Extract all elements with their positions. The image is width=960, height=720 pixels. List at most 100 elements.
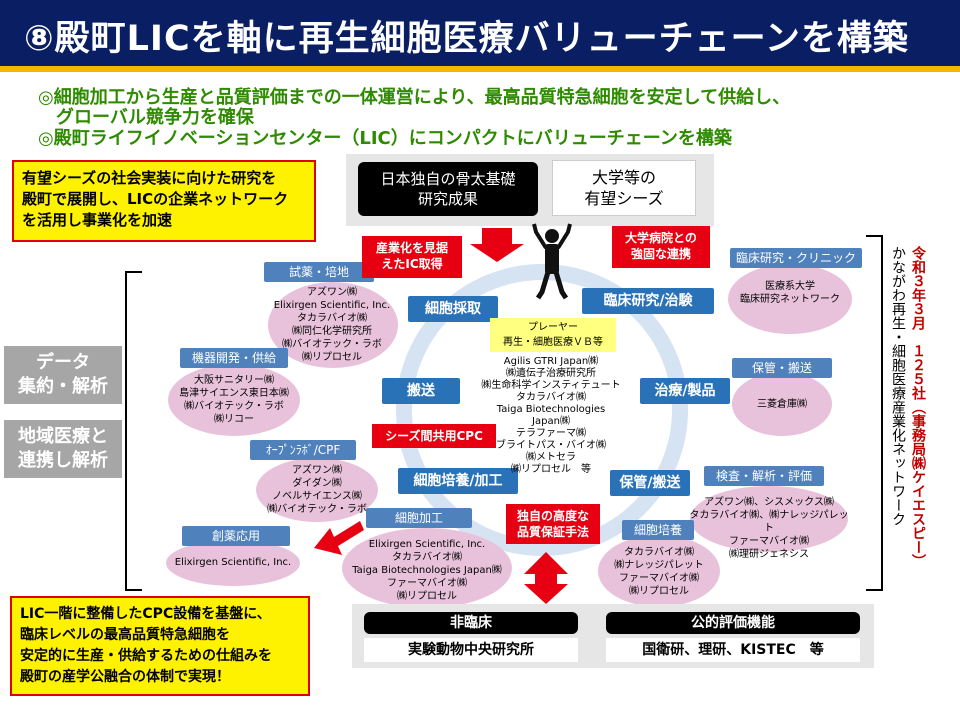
player-item: Japan㈱	[532, 416, 570, 427]
list-openlab: アズワン㈱ ダイダン㈱ ノベルサイエンス㈱ ㈱バイオテック・ラボ	[252, 464, 382, 516]
list-item: ファーマバイオ㈱	[729, 536, 809, 547]
group-bg-baiyo	[598, 535, 720, 607]
tag-soyaku: 創薬応用	[182, 526, 290, 546]
regional-analysis-line: 地域医療と	[18, 426, 108, 447]
data-analysis-label: データ 集約・解析	[4, 346, 122, 404]
list-kensa: アズワン㈱、シスメックス㈱ タカラバイオ㈱、㈱ナレッジパレット ファーマバイオ㈱…	[688, 496, 850, 561]
list-item: アズワン㈱	[292, 465, 342, 476]
hospital-label: 大学病院との 強固な連携	[612, 226, 710, 268]
nonclinical-value: 実験動物中央研究所	[364, 638, 578, 662]
tag-kako: 細胞加工	[366, 508, 472, 528]
public-eval-label: 公的評価機能	[606, 612, 860, 634]
player-item: ㈱遺伝子治療研究所	[506, 368, 596, 379]
quality-label: 独自の高度な 品質保証手法	[506, 504, 600, 544]
step-saibo-saishu: 細胞採取	[408, 296, 498, 322]
bullet-2: ◎殿町ライフイノベーションセンター（LIC）にコンパクトにバリューチェーンを構築	[38, 128, 732, 149]
bottom-left-note: LIC一階に整備したCPC設備を基盤に、 臨床レベルの最高品質特急細胞を 安定的…	[10, 596, 310, 696]
group-bg-soyaku	[166, 540, 300, 586]
bullet-1: ◎細胞加工から生産と品質評価までの一体運営により、最高品質特急細胞を安定して供給…	[38, 87, 791, 108]
list-rinsho: 医療系大学 臨床研究ネットワーク	[728, 280, 852, 306]
player-item: タカラバイオ㈱	[516, 392, 586, 403]
list-item: ㈱理研ジェネシス	[729, 549, 809, 560]
left-bracket	[125, 271, 142, 591]
list-item: タカラバイオ㈱	[297, 313, 367, 324]
list-hokan: 三菱倉庫㈱	[732, 398, 832, 411]
group-bg-kiki	[168, 364, 300, 436]
player-item: ㈱メトセラ	[526, 452, 576, 463]
regional-analysis-line: 連携し解析	[18, 450, 108, 471]
list-item: Elixirgen Scientific, Inc.	[368, 539, 486, 550]
right-bracket	[866, 235, 883, 591]
list-item: ㈱ナレッジパレット	[614, 560, 704, 571]
hospital-label-line: 大学病院との	[625, 231, 697, 245]
list-item: ノベルサイエンス㈱	[272, 491, 362, 502]
group-bg-openlab	[256, 458, 378, 522]
list-soyaku: Elixirgen Scientific, Inc.	[166, 556, 300, 569]
list-item: タカラバイオ㈱、㈱ナレッジパレット	[689, 510, 849, 534]
list-item: ㈱リプロセル	[302, 352, 362, 363]
player-item: Agilis GTRI Japan㈱	[503, 356, 599, 367]
group-bg-kako	[342, 528, 512, 608]
list-item: ダイダン㈱	[292, 478, 342, 489]
list-item: タカラバイオ㈱	[624, 547, 694, 558]
list-kiki: 大阪サニタリー㈱ 島津サイエンス東日本㈱ ㈱バイオテック・ラボ ㈱リコー	[168, 374, 300, 426]
ic-label: 産業化を見据 えたIC取得	[362, 236, 462, 278]
list-item: ㈱同仁化学研究所	[292, 326, 372, 337]
basic-research-box: 日本独自の骨太基礎 研究成果	[358, 162, 538, 216]
basic-research-line: 研究成果	[417, 190, 478, 208]
player-figure-icon	[532, 223, 572, 300]
top-left-note-line: を活用し事業化を加速	[22, 211, 173, 229]
list-item: ㈱バイオテック・ラボ	[184, 401, 284, 412]
regional-analysis-label: 地域医療と 連携し解析	[4, 420, 122, 478]
tag-baiyo: 細胞培養	[622, 520, 694, 540]
tag-kiki: 機器開発・供給	[180, 348, 288, 368]
player-item: Taiga Biotechnologies	[496, 404, 606, 415]
page-title: ⑧殿町LICを軸に再生細胞医療バリューチェーンを構築	[24, 19, 909, 59]
group-bg-shiyaku	[268, 282, 398, 368]
list-shiyaku: アズワン㈱ Elixirgen Scientific, Inc. タカラバイオ㈱…	[262, 286, 402, 364]
title-bar: ⑧殿町LICを軸に再生細胞医療バリューチェーンを構築	[0, 0, 960, 72]
list-item: 三菱倉庫㈱	[757, 399, 807, 410]
list-item: ㈱リコー	[214, 414, 254, 425]
step-hanso: 搬送	[382, 378, 460, 404]
public-eval-value: 国衛研、理研、KISTEC 等	[606, 638, 860, 662]
list-item: タカラバイオ㈱	[392, 552, 462, 563]
list-item: ㈱リプロセル	[629, 586, 689, 597]
player-item: ㈱生命科学インスティテュート	[481, 380, 621, 391]
bottom-left-note-line: 殿町の産学公融合の体制で実現！	[20, 669, 230, 685]
list-baiyo: タカラバイオ㈱ ㈱ナレッジパレット ファーマバイオ㈱ ㈱リプロセル	[598, 546, 720, 598]
down-arrow-icon	[470, 228, 524, 262]
bottom-left-note-line: 安定的に生産・供給するための仕組みを	[20, 648, 272, 664]
tag-shiyaku: 試薬・培地	[264, 262, 374, 282]
data-analysis-line: 集約・解析	[18, 376, 108, 397]
bullet-1-cont: グローバル競争力を確保	[38, 107, 254, 128]
cycle-ring	[396, 264, 688, 556]
university-seeds-line: 大学等の	[591, 168, 656, 187]
step-chiryo: 治療/製品	[640, 378, 730, 404]
list-item: Elixirgen Scientific, Inc.	[174, 557, 292, 568]
diag-arrow-icon	[314, 521, 364, 555]
quality-label-line: 品質保証手法	[516, 525, 589, 539]
top-left-note-line: 殿町で展開し、LICの企業ネットワーク	[22, 190, 289, 208]
data-analysis-line: データ	[36, 352, 90, 373]
step-hokan-hanso: 保管/搬送	[610, 470, 690, 496]
list-item: Elixirgen Scientific, Inc.	[273, 300, 391, 311]
university-seeds-box: 大学等の 有望シーズ	[552, 160, 696, 216]
cpc-label: シーズ間共用CPC	[372, 424, 496, 448]
player-subtitle: 再生・細胞医療ＶＢ等	[503, 337, 603, 348]
list-item: ㈱バイオテック・ラボ	[267, 504, 367, 515]
list-item: ㈱リプロセル	[397, 591, 457, 602]
player-item: テラファーマ㈱	[516, 428, 586, 439]
quality-label-line: 独自の高度な	[516, 509, 589, 523]
bottom-left-note-line: LIC一階に整備したCPC設備を基盤に、	[20, 606, 271, 622]
list-item: 大阪サニタリー㈱	[194, 375, 274, 386]
list-item: 臨床研究ネットワーク	[740, 294, 840, 305]
tag-openlab: ｵｰﾌﾟﾝﾗﾎﾞ/CPF	[250, 440, 356, 460]
list-item: アズワン㈱、シスメックス㈱	[704, 497, 834, 508]
ic-label-line: 産業化を見据	[375, 241, 448, 255]
group-bg-rinsho	[728, 264, 852, 334]
university-seeds-line: 有望シーズ	[584, 189, 664, 208]
bottom-left-note-line: 臨床レベルの最高品質特急細胞を	[20, 627, 230, 643]
title-underline	[0, 66, 960, 72]
